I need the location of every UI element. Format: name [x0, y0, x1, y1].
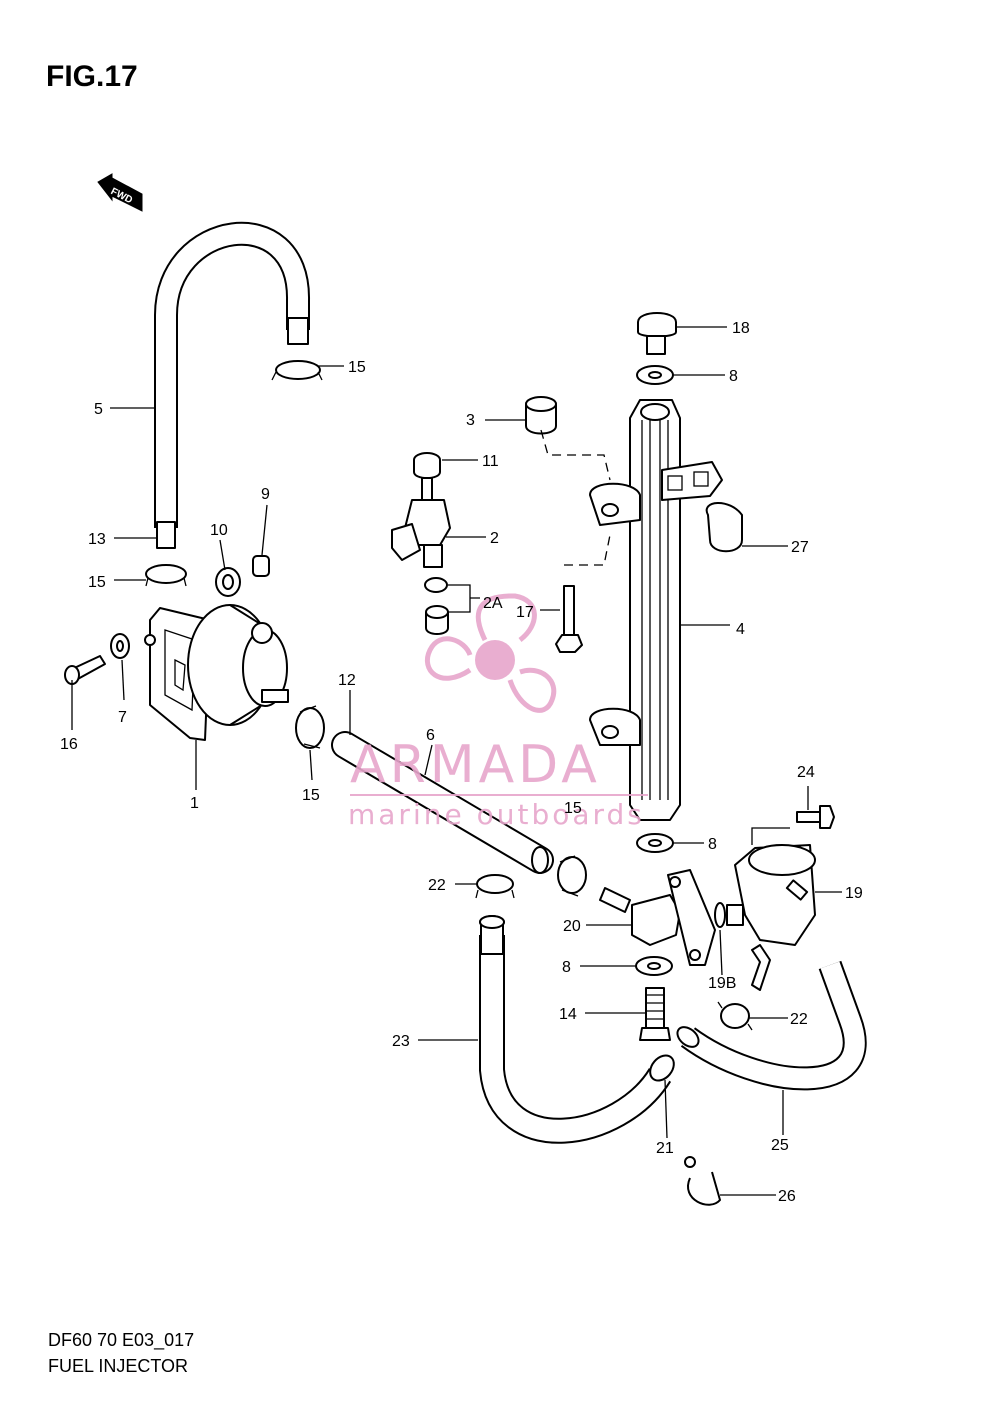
cap-3	[525, 396, 557, 435]
callout-25: 25	[771, 1137, 789, 1154]
fuel-injector-2	[391, 477, 451, 568]
nut-9	[252, 555, 270, 577]
callout-27: 27	[791, 539, 809, 556]
leader-3	[540, 429, 611, 481]
pressure-regulator-19	[726, 844, 816, 991]
fuel-hose-5	[154, 221, 311, 549]
callout-17: 17	[516, 604, 534, 621]
callout-6: 6	[426, 727, 435, 744]
callout-1: 1	[190, 795, 199, 812]
callout-15: 15	[302, 787, 320, 804]
model-code: DF60 70 E03_017	[48, 1330, 195, 1350]
bolt-18	[637, 312, 677, 355]
callout-4: 4	[736, 621, 745, 638]
bolt-17	[555, 585, 583, 653]
section-name: FUEL INJECTOR	[48, 1356, 189, 1376]
fuel-hose-6	[331, 731, 554, 874]
o-ring-2a	[424, 577, 448, 593]
callout-23: 23	[392, 1033, 410, 1050]
o-ring-19b	[714, 902, 726, 928]
bolt-16	[64, 655, 106, 685]
callout-8: 8	[729, 368, 738, 385]
seal-11	[413, 452, 441, 479]
figure-title: FIG.17	[46, 60, 138, 93]
callout-10: 10	[210, 522, 228, 539]
callout-11: 11	[482, 453, 499, 470]
callout-5: 5	[94, 401, 103, 418]
washer-8-mid	[636, 833, 674, 853]
callout-3: 3	[466, 412, 475, 429]
seal-2a	[425, 605, 449, 635]
watermark-tagline: marine outboards	[348, 798, 645, 831]
callout-14: 14	[559, 1006, 577, 1023]
washer-8-low	[635, 956, 673, 976]
hose-clamp-22-right	[717, 1001, 753, 1031]
fitting-14	[639, 987, 671, 1041]
propeller-logo-icon	[424, 593, 557, 713]
hose-clamp-15-mid	[295, 705, 325, 749]
callout-2a: 2A	[483, 595, 503, 612]
propeller-hub-icon	[475, 640, 515, 680]
hose-clamp-15-left	[145, 564, 187, 587]
callout-15: 15	[564, 800, 582, 817]
callout-labels: 5 13 15 15 9 10 16 7 1 15 12 6 11 2 2A 3…	[60, 320, 863, 1205]
clip-27	[705, 502, 743, 553]
leader-lines	[71, 326, 842, 1196]
callout-12: 12	[338, 672, 356, 689]
hose-clamp-15-top	[271, 360, 323, 381]
fuel-filter-1	[144, 604, 289, 741]
fuel-hose-23	[479, 915, 675, 1144]
callout-18: 18	[732, 320, 750, 337]
washer-8-top	[636, 365, 674, 385]
grommet-10	[215, 567, 241, 597]
callout-20: 20	[563, 918, 581, 935]
fwd-arrow-icon: FWD	[97, 173, 143, 212]
clip-26	[684, 1156, 721, 1206]
watermark-brand: ARMADA	[350, 735, 601, 795]
bolt-24	[796, 805, 835, 829]
callout-19b: 19B	[708, 975, 736, 992]
callout-22: 22	[790, 1011, 808, 1028]
leader-17	[564, 534, 611, 566]
hose-clamp-15-right	[557, 855, 587, 897]
callout-15: 15	[88, 574, 106, 591]
washer-7	[110, 633, 130, 659]
callout-16: 16	[60, 736, 78, 753]
callout-13: 13	[88, 531, 106, 548]
callout-22: 22	[428, 877, 446, 894]
callout-2: 2	[490, 530, 499, 547]
callout-8: 8	[562, 959, 571, 976]
joint-20	[599, 869, 716, 966]
callout-15: 15	[348, 359, 366, 376]
callout-21: 21	[656, 1140, 674, 1157]
callout-19: 19	[845, 885, 863, 902]
fuel-hose-25	[676, 960, 867, 1091]
watermark: ARMADA marine outboards	[348, 593, 648, 831]
callout-9: 9	[261, 486, 270, 503]
callout-24: 24	[797, 764, 815, 781]
callout-7: 7	[118, 709, 127, 726]
callout-8: 8	[708, 836, 717, 853]
hose-clamp-22-left	[475, 874, 515, 899]
fuel-rail-4	[589, 399, 723, 821]
callout-26: 26	[778, 1188, 796, 1205]
